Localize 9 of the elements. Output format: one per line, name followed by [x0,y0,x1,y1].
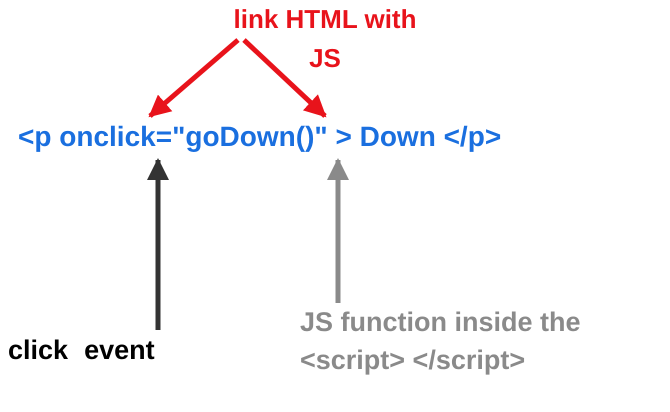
callout-text: link HTML with JS [234,4,416,73]
arrow [148,38,240,118]
arrow [327,158,349,303]
callout-text: click [8,334,68,367]
callout-text: JS function inside the <script> </script> [300,307,581,375]
callout-text: event [84,334,155,367]
code-line: <p onclick="goDown()" > Down </p> [18,121,502,152]
arrow [242,38,327,118]
arrow [147,158,169,330]
